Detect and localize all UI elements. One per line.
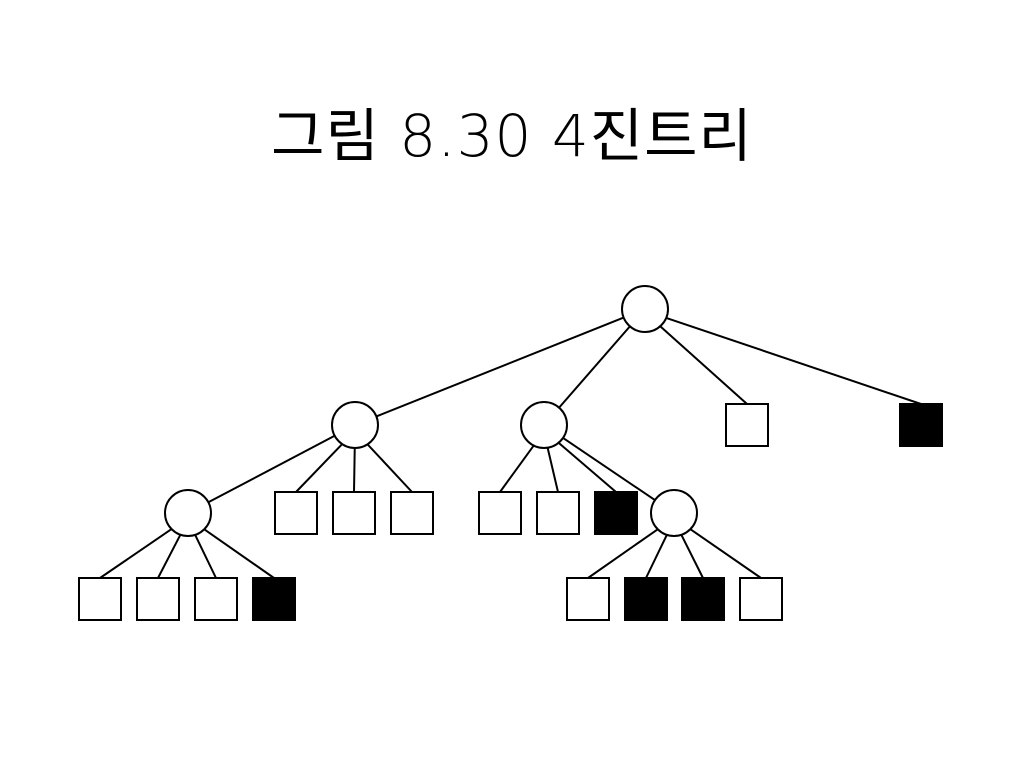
tree-edge — [99, 528, 173, 579]
leaf-filled — [624, 577, 668, 621]
slide-title: 그림 8.30 4진트리 — [271, 102, 753, 170]
tree-edge — [659, 325, 748, 405]
tree-edge — [203, 528, 275, 579]
root-node — [621, 285, 669, 333]
edges — [99, 316, 922, 579]
tree-edge — [557, 442, 617, 493]
internal-node — [650, 489, 698, 537]
tree-edge — [295, 443, 343, 493]
tree-edge — [194, 534, 217, 579]
leaf-empty — [332, 491, 376, 535]
leaf-filled — [252, 577, 296, 621]
tree-edge — [375, 316, 625, 418]
leaf-empty — [566, 577, 610, 621]
tree-edge — [562, 437, 656, 501]
tree-edge — [207, 434, 336, 504]
internal-node — [520, 401, 568, 449]
tree-edge — [499, 444, 535, 493]
leaf-empty — [78, 577, 122, 621]
leaf-empty — [136, 577, 180, 621]
leaf-empty — [536, 491, 580, 535]
tree-edge — [689, 528, 762, 579]
tree-edge — [546, 447, 559, 493]
internal-node — [164, 489, 212, 537]
leaf-empty — [739, 577, 783, 621]
leaf-filled — [681, 577, 725, 621]
leaf-empty — [274, 491, 318, 535]
tree-edge — [157, 534, 182, 579]
leaf-empty — [725, 403, 769, 447]
tree-edge — [665, 316, 922, 405]
leaf-empty — [478, 491, 522, 535]
leaf-empty — [390, 491, 434, 535]
internal-node — [331, 401, 379, 449]
leaf-empty — [194, 577, 238, 621]
nodes — [78, 285, 943, 621]
tree-edge — [645, 534, 668, 579]
tree-edge — [558, 325, 631, 409]
leaf-filled — [594, 491, 638, 535]
tree-edge — [680, 534, 704, 579]
tree-edge — [587, 528, 659, 579]
tree-edge — [353, 447, 356, 493]
tree-edge — [366, 443, 413, 493]
leaf-filled — [899, 403, 943, 447]
